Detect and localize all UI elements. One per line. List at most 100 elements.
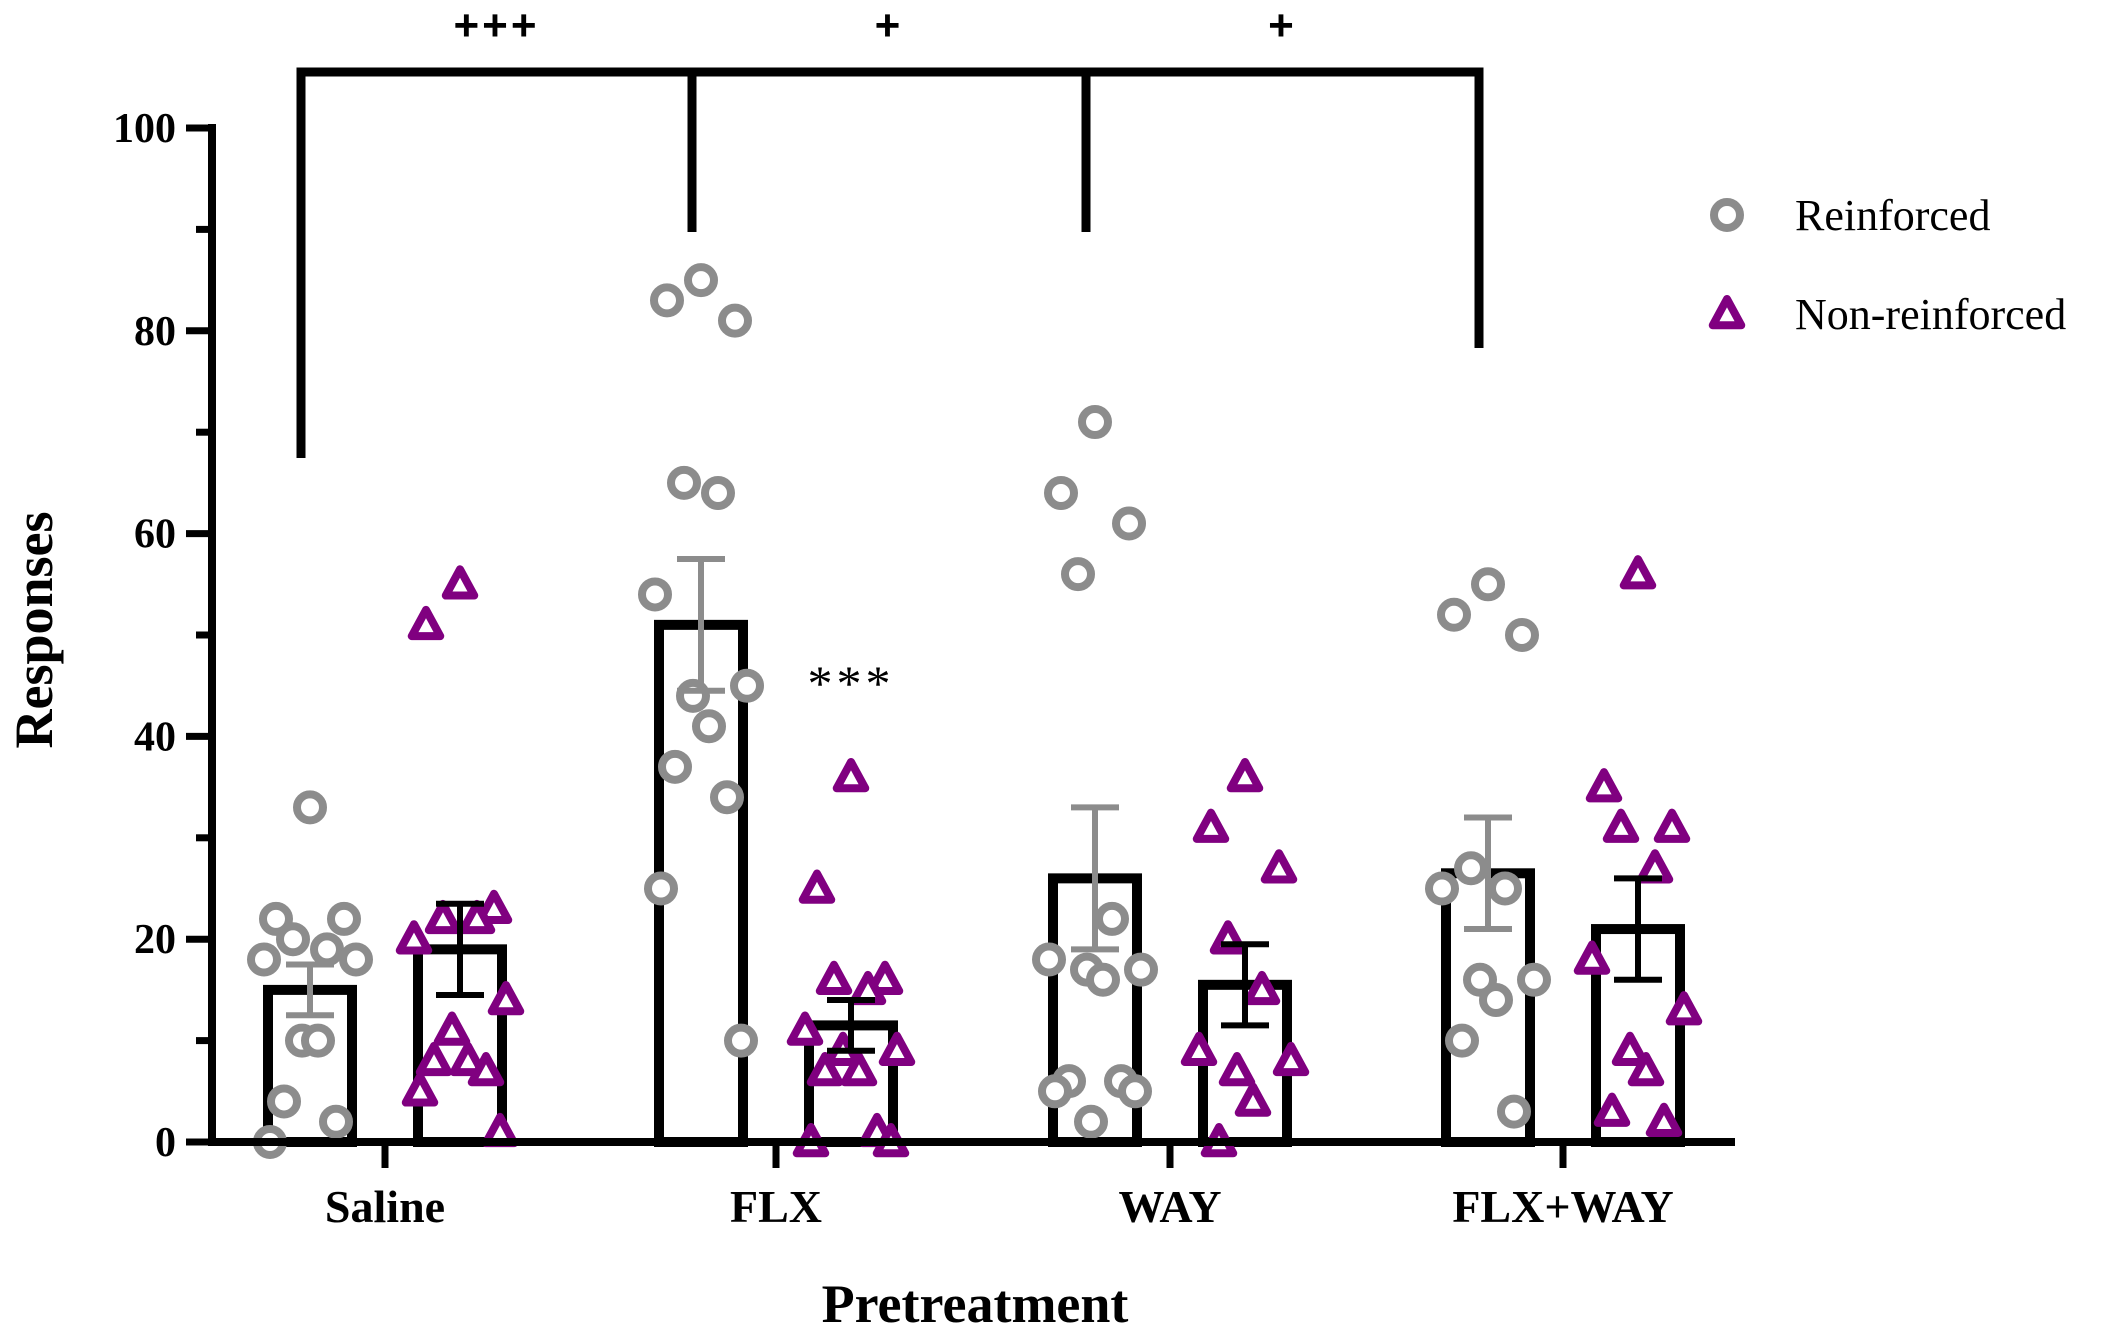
legend-label-1: Non-reinforced [1795,290,2066,339]
legend-item-0: Reinforced [1710,191,1990,240]
x-axis-title: Pretreatment [822,1274,1129,1334]
significance-within-0: *** [808,655,895,711]
point-1-1-5 [786,1011,824,1046]
point-1-3-0 [1619,555,1657,590]
x-tick-label-3: FLX+WAY [1452,1181,1673,1232]
point-0-2-11 [1038,1074,1072,1109]
point-1-0-8 [449,1041,487,1077]
point-1-0-4 [458,899,496,935]
point-1-1-2 [866,960,904,996]
point-1-0-7 [433,1011,471,1046]
point-1-1-6 [878,1031,916,1066]
point-0-0-10 [319,1104,353,1139]
points-layer [247,263,1703,1159]
point-0-0-9 [267,1084,301,1119]
point-1-0-2 [475,889,513,925]
point-0-0-8 [301,1023,335,1058]
point-0-3-1 [1437,597,1471,632]
x-tick-label-1: FLX [730,1181,822,1232]
point-1-0-9 [415,1041,453,1077]
point-1-2-6 [1272,1041,1310,1077]
point-0-3-4 [1488,871,1522,906]
bracket-label-0: +++ [453,1,539,50]
point-0-3-6 [1517,962,1551,997]
bracket-label-2: + [1268,1,1297,50]
point-0-2-1 [1044,476,1078,511]
point-1-3-2 [1653,808,1691,843]
point-0-0-0 [293,790,327,825]
point-0-3-0 [1471,567,1505,602]
point-1-1-0 [832,757,870,793]
annotations-layer: ***+++++ [296,1,1484,711]
point-1-1-1 [798,869,836,904]
y-tick-label-100: 100 [113,106,176,152]
point-1-3-3 [1602,808,1640,843]
point-0-1-2 [718,303,752,338]
point-1-0-5 [395,920,433,955]
point-0-1-6 [730,668,764,703]
point-0-2-12 [1118,1074,1152,1109]
point-0-1-10 [710,780,744,815]
point-0-1-8 [692,709,726,744]
point-1-3-5 [1573,940,1611,975]
point-0-3-3 [1454,851,1488,886]
point-0-0-4 [310,932,344,967]
point-0-3-8 [1479,983,1513,1018]
point-0-0-2 [327,901,361,936]
x-tick-label-2: WAY [1118,1181,1221,1232]
point-1-0-11 [401,1072,439,1107]
point-1-3-7 [1611,1031,1649,1066]
point-1-2-8 [1234,1082,1272,1117]
y-tick-label-60: 60 [134,512,176,558]
point-1-1-3 [815,960,853,996]
point-1-0-0 [441,565,479,600]
point-0-0-6 [339,942,373,977]
point-0-2-3 [1061,557,1095,592]
point-1-3-9 [1593,1092,1631,1127]
point-0-2-5 [1032,942,1066,977]
point-0-2-13 [1074,1104,1108,1139]
point-0-1-3 [667,465,701,500]
point-1-0-3 [424,899,462,935]
point-0-1-0 [684,263,718,298]
point-0-0-1 [259,901,293,936]
point-1-2-1 [1192,808,1230,843]
point-0-3-10 [1497,1094,1531,1129]
point-0-3-9 [1445,1023,1479,1058]
point-0-2-4 [1095,901,1129,936]
point-1-1-9 [806,1052,844,1087]
point-0-1-5 [638,577,672,612]
point-1-3-1 [1585,768,1623,803]
legend-marker-0 [1710,198,1744,232]
point-1-0-1 [407,605,445,641]
y-tick-label-0: 0 [155,1120,176,1166]
point-0-2-0 [1078,405,1112,440]
point-0-0-3 [276,922,310,957]
point-0-1-11 [644,871,678,906]
legend-label-0: Reinforced [1795,191,1990,240]
point-1-0-6 [487,981,525,1016]
error-bars-layer [286,555,1662,1054]
y-axis-title: Responses [4,511,64,748]
y-tick-label-20: 20 [134,917,176,963]
point-0-2-6 [1124,952,1158,987]
y-tick-label-80: 80 [134,309,176,355]
point-1-2-7 [1218,1052,1256,1087]
bracket-label-1: + [875,1,904,50]
point-1-1-8 [840,1052,878,1087]
point-0-1-4 [701,476,735,511]
point-0-1-12 [724,1023,758,1058]
point-0-1-9 [658,749,692,784]
point-0-3-5 [1425,871,1459,906]
point-1-2-4 [1243,970,1281,1006]
y-tick-label-40: 40 [134,714,176,760]
point-0-2-8 [1086,962,1120,997]
point-1-2-2 [1260,849,1298,884]
point-1-2-5 [1180,1031,1218,1066]
point-0-2-2 [1112,506,1146,541]
point-1-0-10 [467,1052,505,1087]
